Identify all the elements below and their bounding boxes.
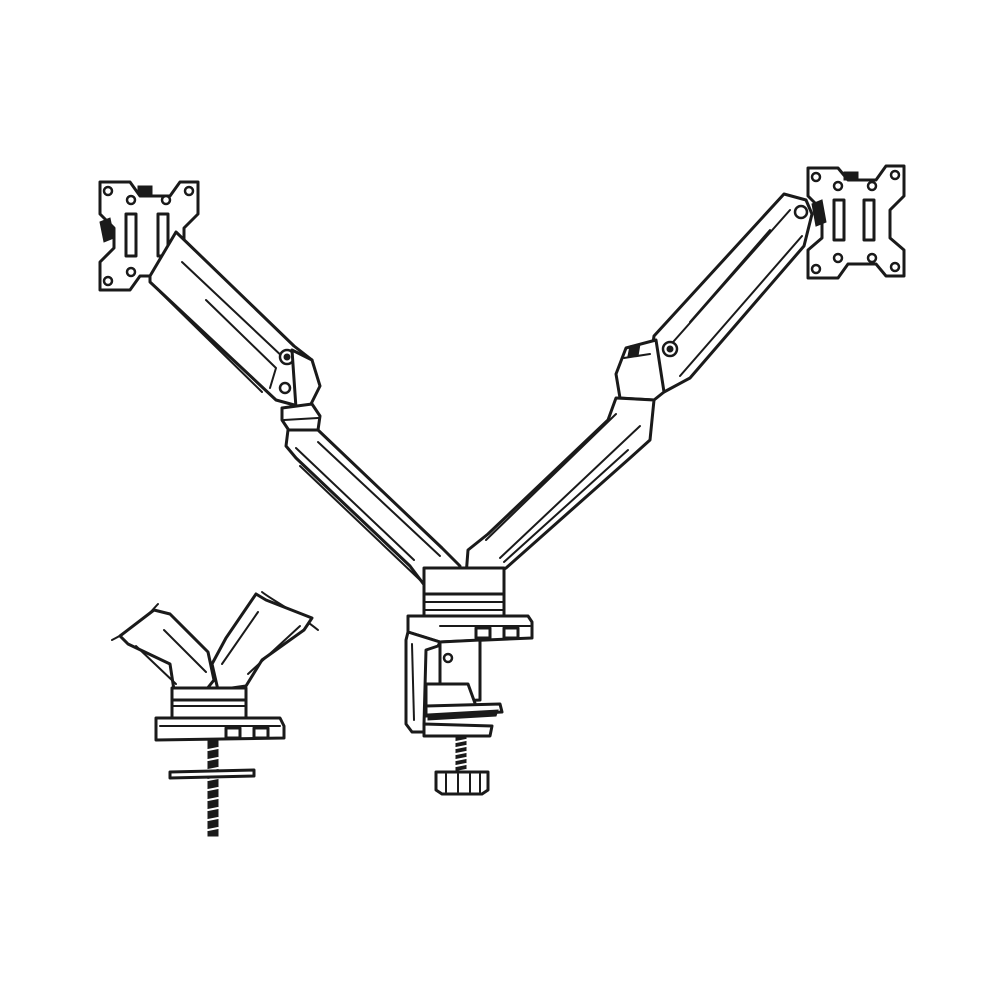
left-lower-arm [284,428,462,592]
inset-grommet-mount [111,591,319,837]
clamp-knob [434,770,490,796]
right-vesa-plate [806,164,906,280]
left-elbow-joint [280,402,322,434]
right-upper-arm [614,192,814,402]
right-lower-arm [464,396,656,582]
center-post [422,566,506,618]
desk-clamp [404,614,534,738]
left-upper-arm [148,230,322,410]
